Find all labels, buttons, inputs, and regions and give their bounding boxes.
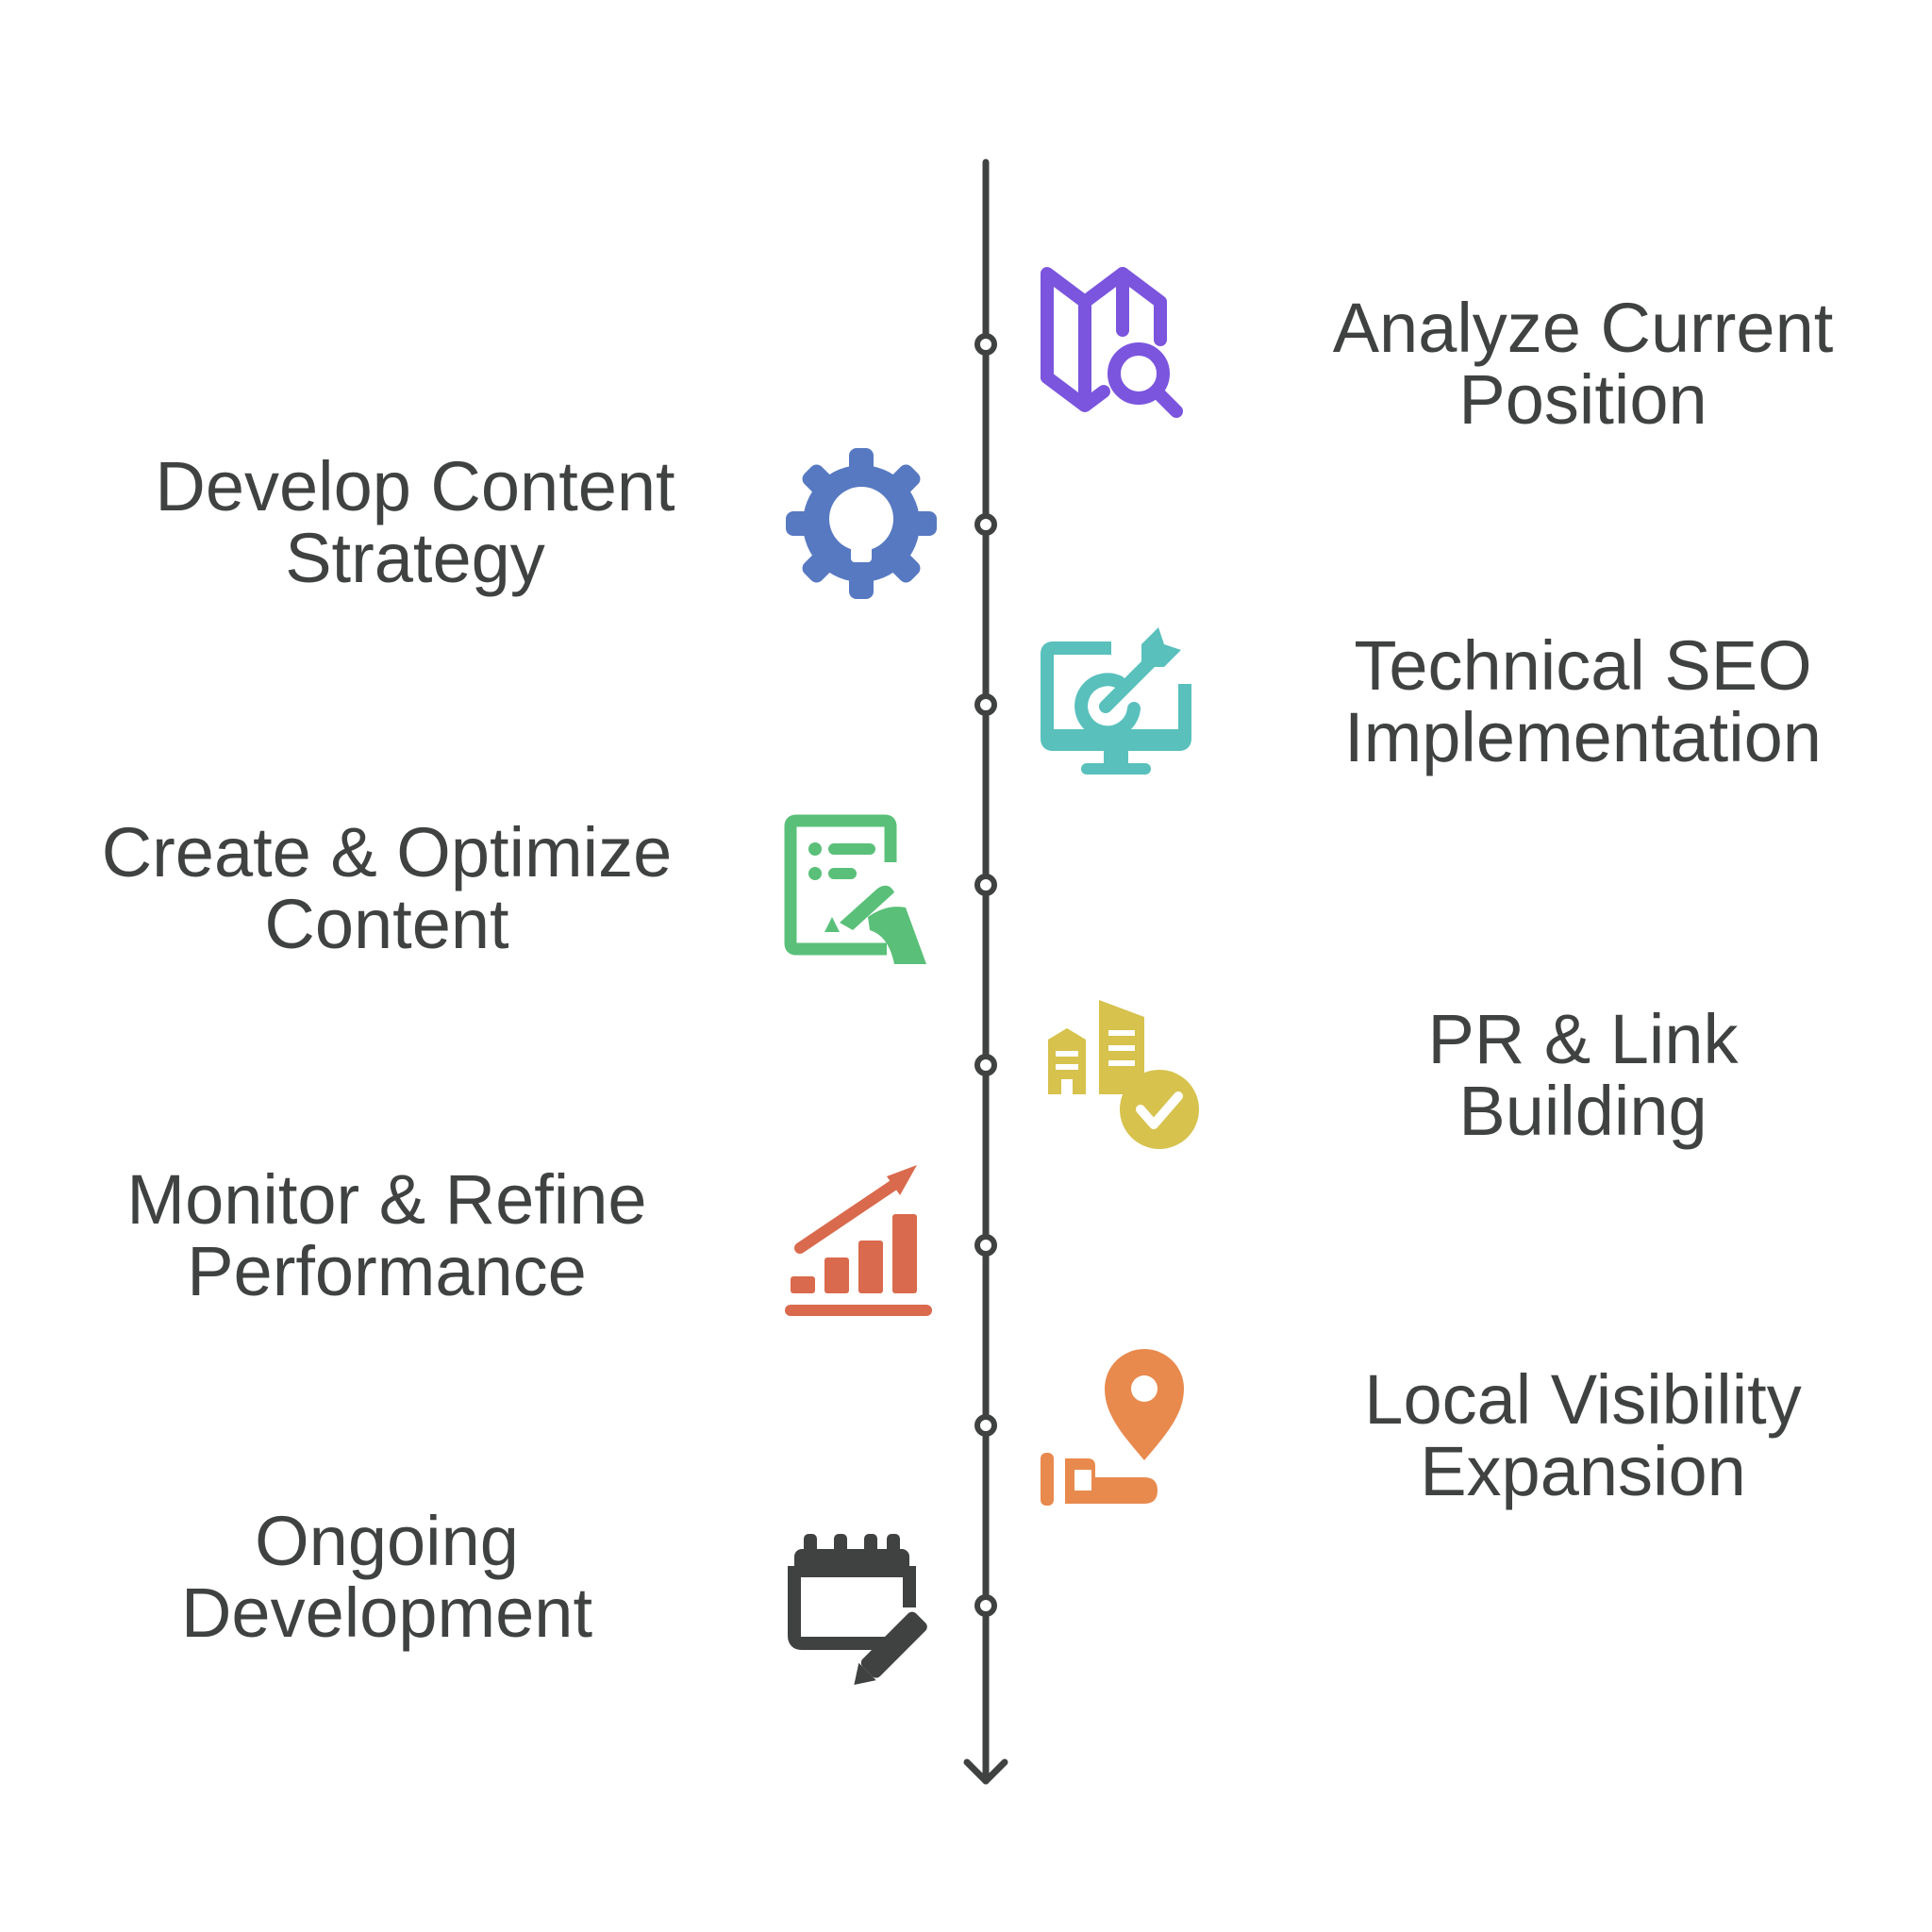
step-local-line1: Local Visibility: [1364, 1360, 1802, 1439]
step-ongoing-line2: Development: [180, 1574, 592, 1652]
timeline-node-6: [974, 1234, 997, 1257]
step-pr-links-line1: PR & Link: [1427, 1000, 1739, 1078]
timeline-node-2: [974, 513, 997, 536]
gear-lightbulb-icon: [786, 448, 937, 599]
step-ongoing-label: Ongoing Development: [28, 1506, 745, 1649]
step-analyze-label: Analyze Current Position: [1224, 292, 1932, 436]
growth-chart-icon: [785, 1165, 932, 1316]
step-technical-seo-line1: Technical SEO: [1354, 626, 1812, 705]
step-content-strategy-label: Develop Content Strategy: [57, 451, 774, 594]
monitor-target-icon: [1041, 627, 1191, 774]
step-analyze-line1: Analyze Current: [1332, 289, 1834, 367]
buildings-check-icon: [1048, 1000, 1199, 1149]
timeline-node-3: [974, 693, 997, 716]
step-create-content-label: Create & Optimize Content: [28, 817, 745, 960]
step-content-strategy-line1: Develop Content: [155, 447, 675, 525]
step-monitor-line1: Monitor & Refine: [126, 1160, 647, 1239]
timeline-node-7: [974, 1414, 997, 1437]
step-content-strategy-line2: Strategy: [285, 519, 545, 597]
step-analyze-line2: Position: [1458, 360, 1707, 439]
location-hand-icon: [1041, 1349, 1184, 1506]
map-search-icon: [1041, 267, 1183, 418]
timeline-arrowhead: [963, 1758, 1008, 1785]
timeline-node-4: [974, 874, 997, 896]
step-ongoing-line1: Ongoing: [255, 1502, 519, 1580]
step-create-content-line2: Content: [264, 885, 509, 963]
step-create-content-line1: Create & Optimize: [101, 813, 673, 891]
step-local-label: Local Visibility Expansion: [1224, 1364, 1932, 1507]
timeline-node-8: [974, 1594, 997, 1617]
timeline-node-1: [974, 333, 997, 356]
step-technical-seo-line2: Implementation: [1344, 698, 1822, 776]
step-monitor-line2: Performance: [187, 1232, 587, 1310]
calendar-edit-icon: [788, 1534, 927, 1686]
step-local-line2: Expansion: [1420, 1432, 1746, 1510]
step-technical-seo-label: Technical SEO Implementation: [1224, 630, 1932, 774]
step-pr-links-label: PR & Link Building: [1224, 1004, 1932, 1147]
step-monitor-label: Monitor & Refine Performance: [28, 1164, 745, 1307]
document-writing-icon: [784, 814, 926, 964]
step-pr-links-line2: Building: [1458, 1072, 1707, 1150]
timeline-node-5: [974, 1054, 997, 1076]
